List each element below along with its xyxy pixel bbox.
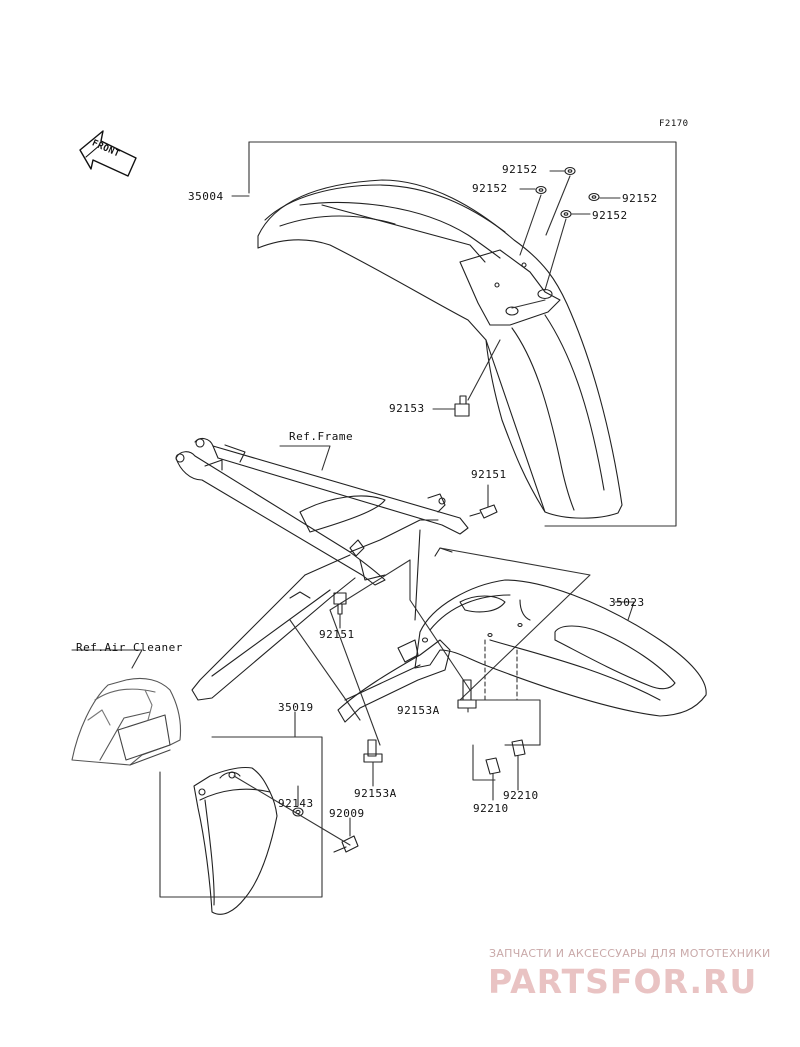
clip-nut-92210-icon [485,739,526,775]
part-label-92210: 92210 [473,802,509,815]
mudguard-group-box [159,736,323,898]
part-label-92009: 92009 [329,807,365,820]
ref-air-cleaner-label: Ref.Air Cleaner [76,641,183,654]
part-label-92210: 92210 [503,789,539,802]
front-arrow-icon [79,130,137,177]
bolt-92153-icon [454,395,470,417]
front-fender [257,179,623,519]
part-label-92152: 92152 [472,182,508,195]
bolt-92153A-icon [363,739,383,763]
rear-fender [414,579,707,717]
bolt-92153A-icon [457,679,477,709]
part-label-92152: 92152 [592,209,628,222]
ref-frame-label: Ref.Frame [289,430,354,443]
front-fender-group-box [248,141,677,527]
part-label-92143: 92143 [278,797,314,810]
washer-92152-icon [535,166,600,219]
watermark-tagline: ЗАПЧАСТИ И АКСЕССУАРЫ ДЛЯ МОТОТЕХНИКИ [489,947,771,960]
part-label-35004: 35004 [188,190,224,203]
part-label-92152: 92152 [502,163,538,176]
bolt-92009-icon [333,835,359,853]
watermark-logo: PARTSFOR.RU [488,962,758,1001]
air-cleaner-outline [71,677,182,766]
part-label-35023: 35023 [609,596,645,609]
bolt-92151-icon [469,504,498,519]
part-label-92153A: 92153A [354,787,397,800]
part-label-92151: 92151 [471,468,507,481]
rear-frame [175,437,469,701]
part-label-92152: 92152 [622,192,658,205]
inner-mudguard [337,639,451,723]
part-label-92153A: 92153A [397,704,440,717]
part-label-92151: 92151 [319,628,355,641]
part-label-92153: 92153 [389,402,425,415]
figure-code: F2170 [659,119,689,129]
part-label-35019: 35019 [278,701,314,714]
mudguard [193,766,278,915]
